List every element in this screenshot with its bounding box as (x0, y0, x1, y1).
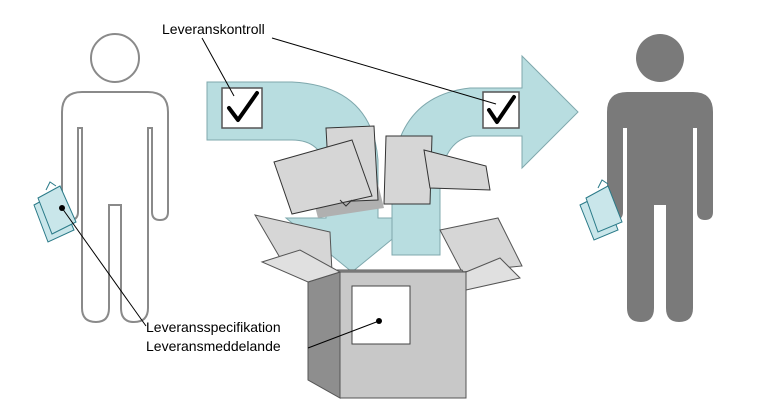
sender-person-figure (61, 33, 169, 324)
check-icon (227, 91, 259, 122)
pointer-lines (61, 37, 497, 349)
sender-head (90, 33, 140, 83)
document-pointer-dot (59, 205, 65, 211)
delivery-control-label: Leveranskontroll (162, 21, 265, 37)
receiver-person-figure (607, 34, 713, 322)
check-icon (487, 95, 516, 124)
delivery-specification-label: Leveransspecifikation (146, 319, 281, 335)
sender-body (61, 91, 169, 324)
receiver-documents-icon (579, 179, 623, 241)
sender-documents-icon (33, 181, 77, 243)
delivery-papers-icon (273, 125, 491, 218)
receiver-head (636, 34, 684, 82)
delivery-notice-label: Leveransmeddelande (146, 338, 281, 354)
receiver-body (607, 92, 713, 322)
delivery-control-check-right (482, 91, 520, 129)
box-label-sheet (351, 285, 411, 345)
delivery-control-check-left (221, 87, 263, 129)
